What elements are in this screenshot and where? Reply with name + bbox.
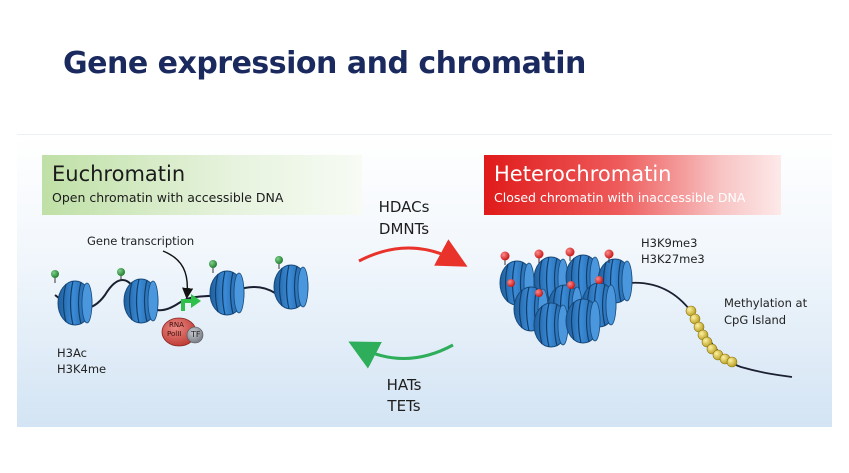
heterochromatin-subtitle: Closed chromatin with inaccessible DNA (494, 190, 746, 205)
heterochromatin-mark-h3k27me3: H3K27me3 (641, 252, 705, 266)
rna-pol-label-line2: PolII (167, 330, 182, 338)
gene-transcription-label: Gene transcription (87, 234, 195, 248)
euchromatin-dna-strand (54, 279, 306, 312)
tf-label: TF (191, 330, 201, 339)
to-heterochromatin-arrow (358, 239, 468, 267)
euchromatin-header: Euchromatin Open chromatin with accessib… (42, 155, 362, 215)
transcription-start-arrow (181, 299, 193, 311)
slide-title: Gene expression and chromatin (63, 46, 586, 81)
gene-transcription-pointer (162, 250, 194, 300)
tets-label: TETs (387, 397, 421, 415)
acetyl-marks (51, 256, 283, 283)
eu-nucleosome-1 (57, 280, 93, 326)
methyl-marks (500, 247, 614, 297)
cpg-methylation-beads (685, 305, 738, 368)
heterochromatin-header: Heterochromatin Closed chromatin with in… (484, 155, 781, 215)
eu-nucleosome-3 (209, 270, 245, 316)
euchromatin-subtitle: Open chromatin with accessible DNA (52, 190, 284, 205)
eu-nucleosome-4 (273, 264, 309, 310)
methylation-label-line2: CpG Island (724, 313, 787, 327)
heterochromatin-cluster (499, 254, 633, 348)
to-euchromatin-arrow (348, 341, 454, 369)
chromatin-figure: Euchromatin Open chromatin with accessib… (17, 134, 832, 427)
rna-pol-label-line1: RNA (169, 321, 184, 329)
euchromatin-title: Euchromatin (52, 162, 186, 186)
heterochromatin-mark-h3k9me3: H3K9me3 (641, 236, 698, 250)
eu-nucleosome-2 (123, 278, 159, 324)
rna-pol-ii-complex (161, 317, 204, 347)
chromatin-illustration (51, 239, 793, 378)
hats-label: HATs (386, 376, 422, 394)
heterochromatin-title: Heterochromatin (494, 162, 672, 186)
euchromatin-mark-h3k4me: H3K4me (57, 362, 107, 376)
hdacs-label: HDACs (378, 198, 430, 216)
methylation-label-line1: Methylation at (724, 296, 808, 310)
dmnts-label: DMNTs (378, 220, 430, 238)
euchromatin-mark-h3ac: H3Ac (57, 346, 87, 360)
